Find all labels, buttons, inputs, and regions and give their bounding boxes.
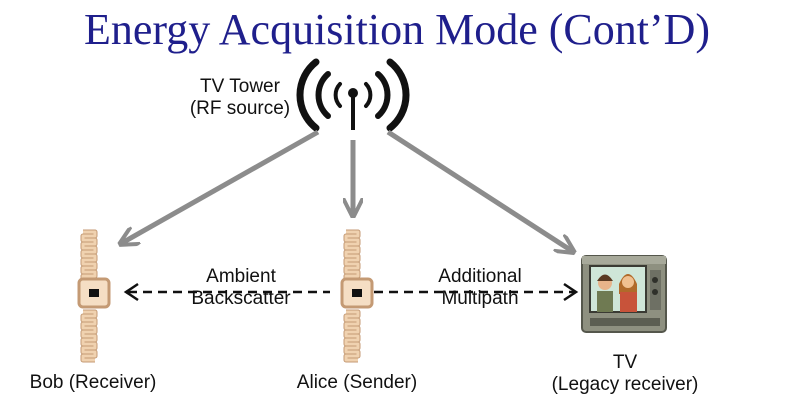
tower-label: TV Tower (RF source)	[170, 76, 310, 120]
link-arrows	[123, 282, 579, 302]
bob-label: Bob (Receiver)	[29, 372, 157, 393]
tv-label-role: (Legacy receiver)	[551, 374, 699, 395]
backscatter-label-line1: Ambient	[206, 266, 276, 287]
television-icon	[581, 255, 667, 333]
backscatter-arrowhead	[123, 282, 139, 302]
backscatter-label-line2: Backscatter	[191, 288, 291, 309]
tower-label-role: (RF source)	[189, 98, 291, 119]
bob-antenna-icon	[77, 232, 111, 360]
rf-arrow-to-tv	[386, 129, 572, 251]
tower-label-name: TV Tower	[200, 76, 280, 97]
multipath-label: Additional Multipath	[412, 266, 548, 310]
alice-antenna-icon	[340, 232, 374, 360]
multipath-label-line1: Additional	[438, 266, 522, 287]
rf-arrow-to-bob	[122, 129, 320, 243]
radio-tower-icon	[296, 58, 410, 132]
backscatter-label: Ambient Backscatter	[176, 266, 306, 310]
alice-label: Alice (Sender)	[296, 372, 418, 393]
multipath-label-line2: Multipath	[441, 288, 519, 309]
rf-arrows	[122, 129, 572, 251]
multipath-arrowhead	[563, 282, 579, 302]
tv-label-name: TV	[612, 352, 638, 373]
tv-label: TV (Legacy receiver)	[530, 352, 720, 396]
slide-title: Energy Acquisition Mode (Cont’D)	[83, 5, 711, 54]
